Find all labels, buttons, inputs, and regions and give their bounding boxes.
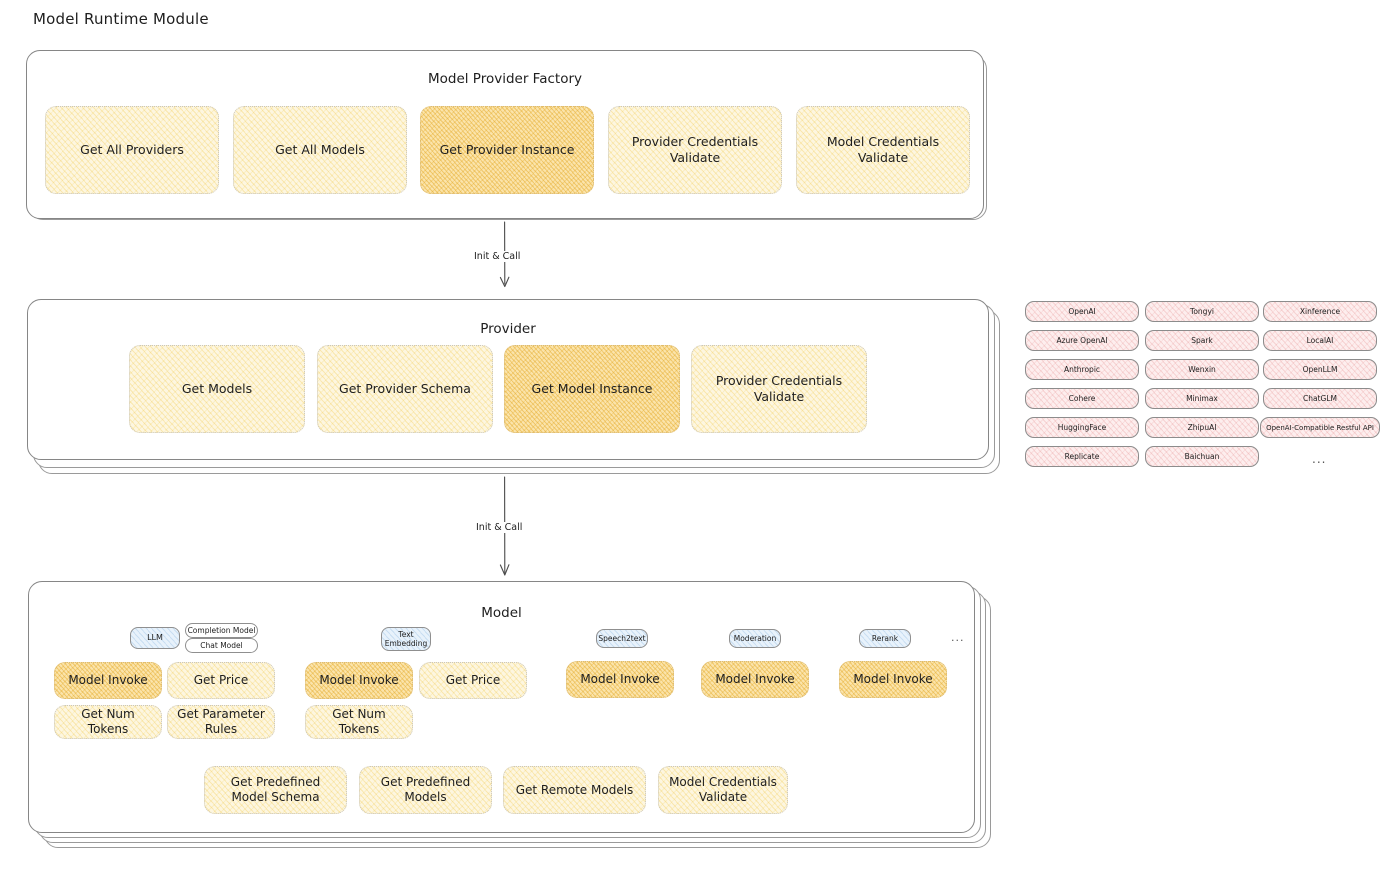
provider-chip-openai[interactable]: OpenAI: [1025, 301, 1139, 322]
provider-chip-wenxin[interactable]: Wenxin: [1145, 359, 1259, 380]
node-speech2text-model-invoke[interactable]: Model Invoke: [566, 661, 674, 698]
node-provider-credentials-validate[interactable]: Provider Credentials Validate: [691, 345, 867, 433]
node-get-provider-instance[interactable]: Get Provider Instance: [420, 106, 594, 194]
node-get-predefined-models[interactable]: Get Predefined Models: [359, 766, 492, 814]
model-panel: Model: [28, 581, 975, 833]
provider-chip-anthropic[interactable]: Anthropic: [1025, 359, 1139, 380]
node-get-predefined-model-schema[interactable]: Get Predefined Model Schema: [204, 766, 347, 814]
provider-chip-openllm[interactable]: OpenLLM: [1263, 359, 1377, 380]
provider-chip-chatglm[interactable]: ChatGLM: [1263, 388, 1377, 409]
model-types-ellipsis: ...: [951, 631, 965, 644]
node-model-credentials-validate-model[interactable]: Model Credentials Validate: [658, 766, 788, 814]
factory-title: Model Provider Factory: [427, 71, 582, 87]
provider-chip-spark[interactable]: Spark: [1145, 330, 1259, 351]
provider-chip-xinference[interactable]: Xinference: [1263, 301, 1377, 322]
provider-list-ellipsis: ...: [1312, 452, 1327, 466]
provider-chip-replicate[interactable]: Replicate: [1025, 446, 1139, 467]
provider-title: Provider: [480, 321, 536, 337]
badge-text-embedding[interactable]: Text Embedding: [381, 627, 431, 651]
node-llm-get-parameter-rules[interactable]: Get Parameter Rules: [167, 705, 275, 739]
provider-chip-localai[interactable]: LocalAI: [1263, 330, 1377, 351]
badge-chat-model[interactable]: Chat Model: [185, 638, 258, 653]
node-provider-credentials-validate-factory[interactable]: Provider Credentials Validate: [608, 106, 782, 194]
provider-chip-minimax[interactable]: Minimax: [1145, 388, 1259, 409]
node-embedding-get-num-tokens[interactable]: Get Num Tokens: [305, 705, 413, 739]
node-llm-get-num-tokens[interactable]: Get Num Tokens: [54, 705, 162, 739]
badge-moderation[interactable]: Moderation: [729, 629, 781, 648]
node-get-models[interactable]: Get Models: [129, 345, 305, 433]
provider-chip-tongyi[interactable]: Tongyi: [1145, 301, 1259, 322]
provider-chip-zhipuai[interactable]: ZhipuAI: [1145, 417, 1259, 438]
node-get-all-providers[interactable]: Get All Providers: [45, 106, 219, 194]
model-title: Model: [481, 605, 522, 621]
badge-completion-model[interactable]: Completion Model: [185, 623, 258, 638]
badge-llm[interactable]: LLM: [130, 627, 180, 649]
badge-rerank[interactable]: Rerank: [859, 629, 911, 648]
node-moderation-model-invoke[interactable]: Model Invoke: [701, 661, 809, 698]
node-get-provider-schema[interactable]: Get Provider Schema: [317, 345, 493, 433]
node-get-remote-models[interactable]: Get Remote Models: [503, 766, 646, 814]
node-get-model-instance[interactable]: Get Model Instance: [504, 345, 680, 433]
node-embedding-model-invoke[interactable]: Model Invoke: [305, 662, 413, 699]
node-embedding-get-price[interactable]: Get Price: [419, 662, 527, 699]
provider-chip-huggingface[interactable]: HuggingFace: [1025, 417, 1139, 438]
node-model-credentials-validate-factory[interactable]: Model Credentials Validate: [796, 106, 970, 194]
node-rerank-model-invoke[interactable]: Model Invoke: [839, 661, 947, 698]
provider-chip-azure-openai[interactable]: Azure OpenAI: [1025, 330, 1139, 351]
provider-chip-openai-compatible-restful-api[interactable]: OpenAI-Compatible Restful API: [1260, 417, 1380, 438]
provider-chip-cohere[interactable]: Cohere: [1025, 388, 1139, 409]
connector-label-init-call-1: Init & Call: [471, 251, 524, 262]
node-get-all-models[interactable]: Get All Models: [233, 106, 407, 194]
node-llm-model-invoke[interactable]: Model Invoke: [54, 662, 162, 699]
page-title: Model Runtime Module: [33, 10, 209, 28]
provider-chip-baichuan[interactable]: Baichuan: [1145, 446, 1259, 467]
connector-label-init-call-2: Init & Call: [473, 522, 526, 533]
badge-speech2text[interactable]: Speech2text: [596, 629, 648, 648]
node-llm-get-price[interactable]: Get Price: [167, 662, 275, 699]
